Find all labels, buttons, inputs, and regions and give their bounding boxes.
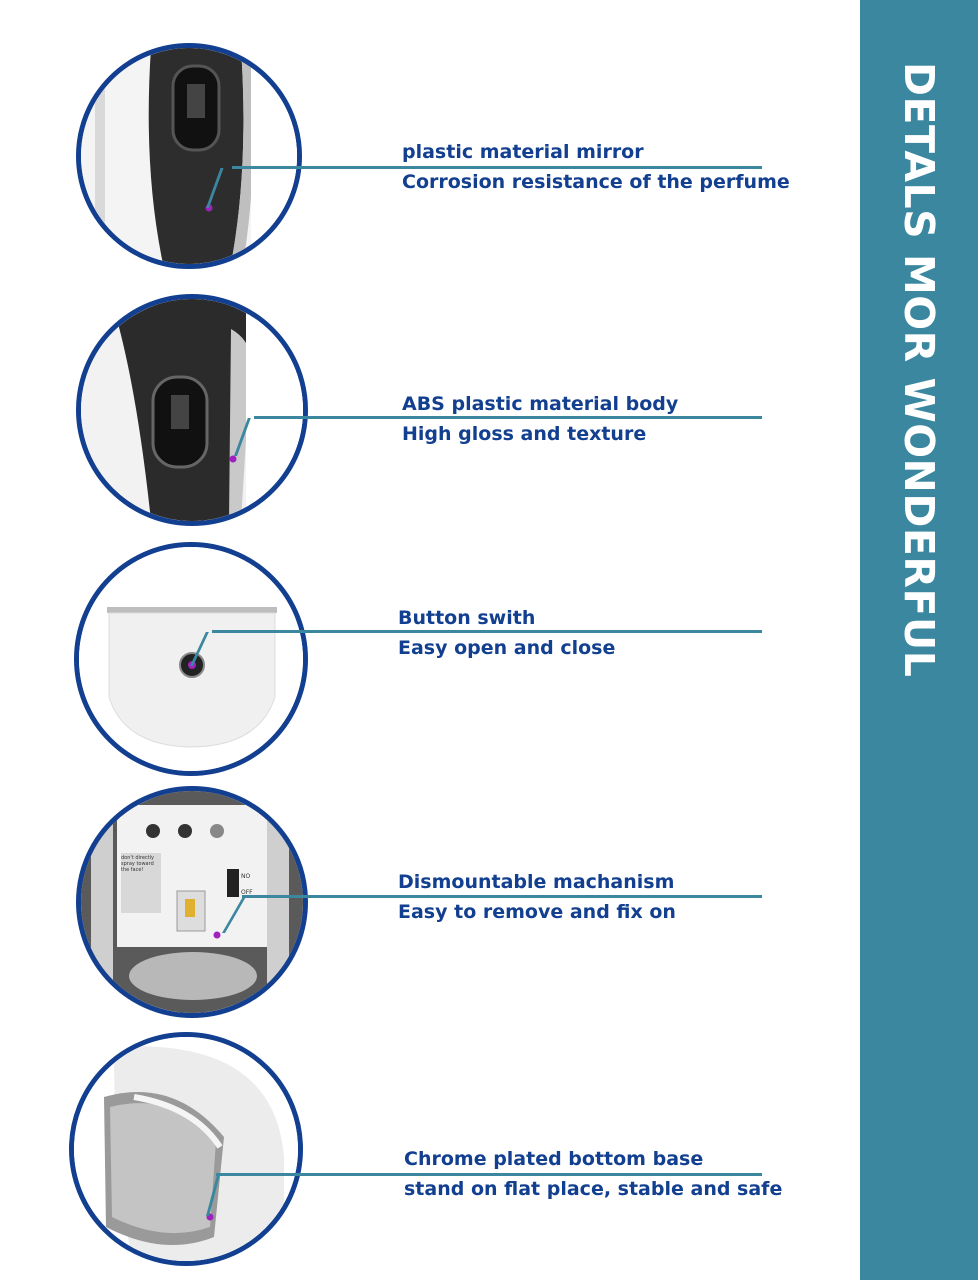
feature-title: ABS plastic material body (402, 393, 679, 415)
switch-off-label: OFF (241, 889, 253, 896)
detail-image-base (69, 1032, 303, 1266)
detail-image-button (74, 542, 308, 776)
switch-on-label: NO (241, 873, 251, 880)
feature-title: plastic material mirror (402, 141, 644, 163)
feature-description: Corrosion resistance of the perfume (402, 171, 790, 193)
feature-description: stand on flat place, stable and safe (404, 1178, 783, 1200)
connector-line (212, 630, 762, 633)
feature-title: Chrome plated bottom base (404, 1148, 704, 1170)
feature-description: Easy to remove and fix on (398, 901, 676, 923)
feature-description: Easy open and close (398, 637, 616, 659)
connector-line (232, 166, 762, 169)
feature-description: High gloss and texture (402, 423, 647, 445)
feature-title: Button swith (398, 607, 536, 629)
connector-line (254, 416, 762, 419)
detail-image-body (76, 294, 308, 526)
sticker-text: don't directly spray toward the face! (121, 855, 154, 873)
connector-line (216, 1173, 762, 1176)
detail-image-mechanism: don't directly spray toward the face! NO… (76, 786, 308, 1018)
detail-image-mirror (76, 43, 302, 269)
sidebar-title: DETALS MOR WONDERFUL (895, 62, 943, 678)
connector-line (242, 895, 762, 898)
sidebar-banner (860, 0, 978, 1280)
feature-title: Dismountable machanism (398, 871, 675, 893)
